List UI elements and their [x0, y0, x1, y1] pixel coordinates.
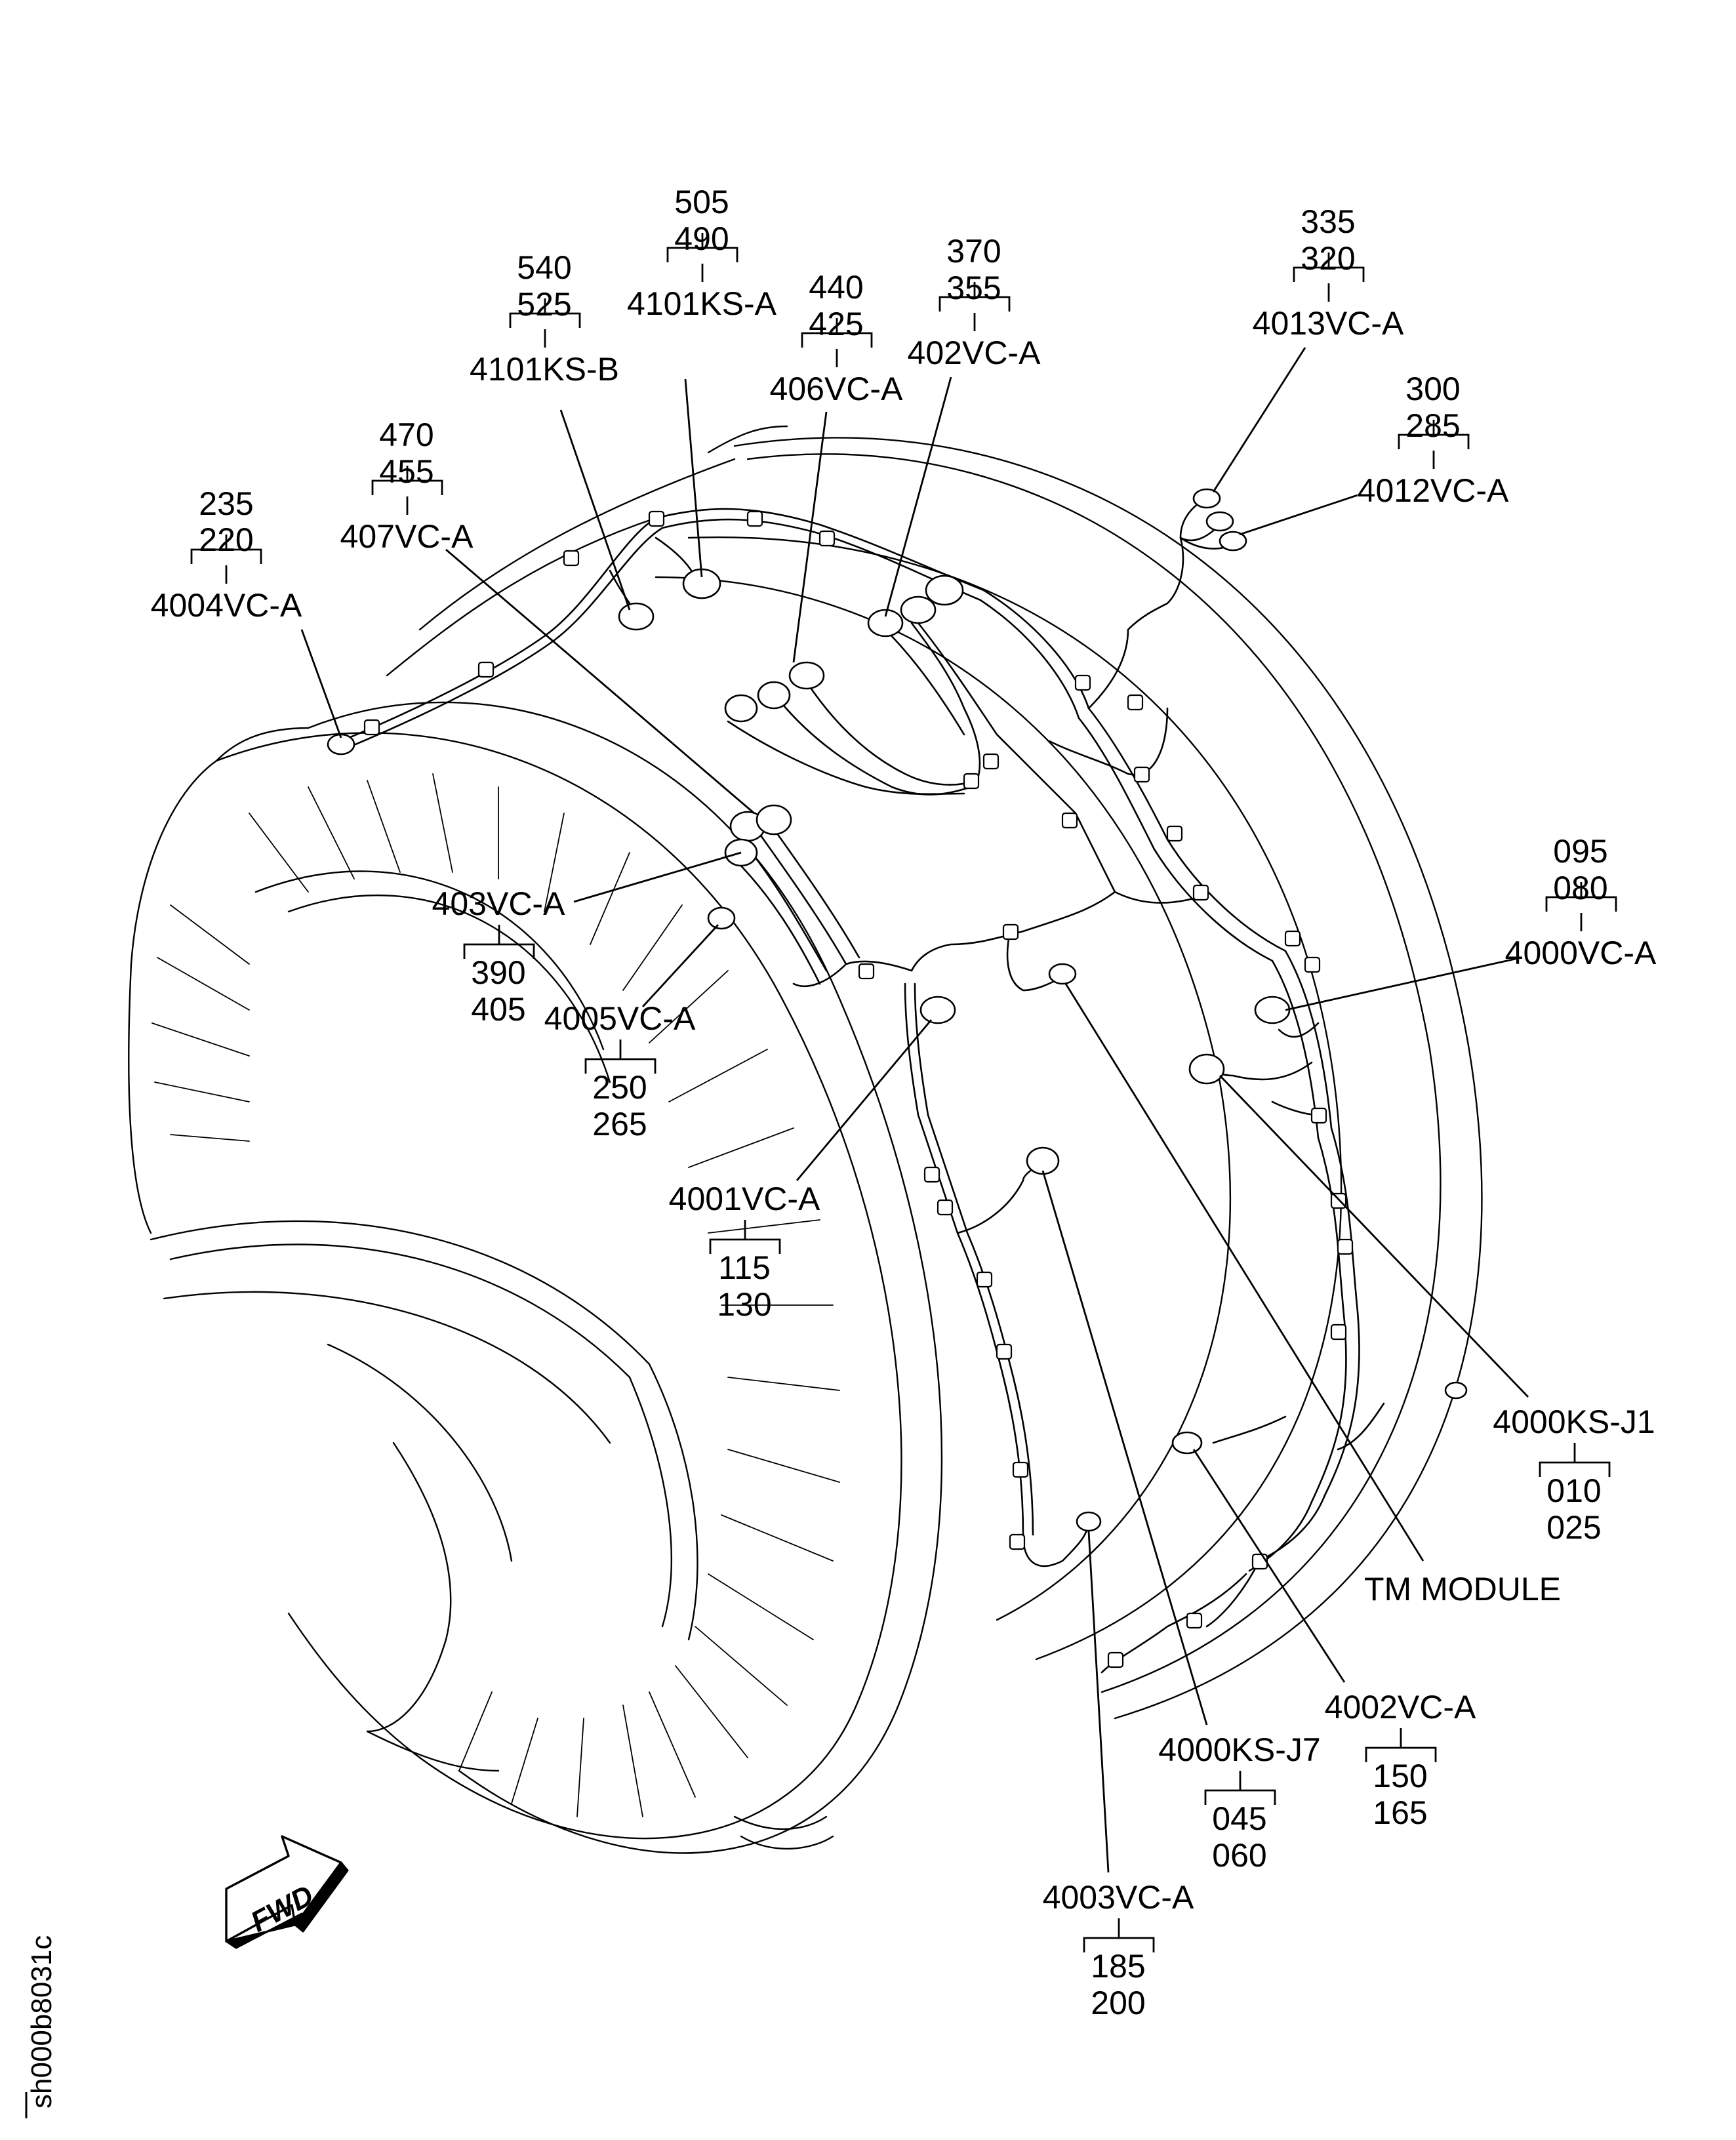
callout-item-bottom: 285: [1405, 407, 1460, 444]
figure-identifier: sh000b8031c: [25, 1935, 58, 2118]
callout-406VC-A: 440 425 406VC-A: [770, 269, 904, 407]
wiring-harness: [340, 497, 1385, 1674]
callout-designator: 402VC-A: [908, 334, 1041, 371]
callout-407VC-A: 470 455 407VC-A: [340, 416, 474, 555]
callout-item-top: 370: [946, 233, 1001, 270]
callout-labels: 235 220 4004VC-A 540 525 4101KS-B 505 49…: [151, 184, 1657, 2021]
callout-designator: 4000KS-J1: [1493, 1403, 1655, 1440]
forward-direction-arrow: FWD: [225, 1835, 349, 1949]
callout-item-bottom: 265: [592, 1106, 647, 1142]
callout-item-top: 185: [1091, 1948, 1145, 1985]
callout-item-bottom: 455: [379, 453, 434, 490]
callout-designator: 4101KS-B: [470, 351, 619, 388]
callout-designator: 4000KS-J7: [1158, 1731, 1320, 1768]
callout-item-bottom: 080: [1553, 870, 1607, 906]
callout-4000KS-J7: 4000KS-J7 045 060: [1158, 1731, 1320, 1874]
callout-item-top: 505: [674, 184, 729, 220]
callout-403VC-A: 403VC-A 390 405: [432, 885, 566, 1028]
harness-clamps: [363, 510, 1354, 1668]
callout-4101KS-A: 505 490 4101KS-A: [627, 184, 777, 322]
callout-item-bottom: 490: [674, 220, 729, 257]
callout-item-top: 390: [471, 954, 525, 991]
engine-fan-case-illustration: [128, 425, 1483, 1854]
callout-item-top: 045: [1212, 1800, 1266, 1837]
callout-item-top: 540: [517, 249, 571, 286]
callout-4012VC-A: 300 285 4012VC-A: [1358, 371, 1509, 509]
callout-item-bottom: 130: [717, 1286, 771, 1323]
callout-item-bottom: 525: [517, 286, 571, 323]
callout-4013VC-A: 335 320 4013VC-A: [1253, 203, 1404, 342]
callout-item-top: 235: [199, 485, 253, 522]
callout-item-bottom: 165: [1373, 1794, 1427, 1831]
harness-connectors: [327, 488, 1468, 1532]
callout-item-bottom: 320: [1301, 240, 1355, 277]
callout-402VC-A: 370 355 402VC-A: [908, 233, 1041, 371]
callout-item-top: 115: [718, 1249, 771, 1286]
callout-item-bottom: 220: [199, 521, 253, 558]
callout-leader-lines: [300, 347, 1529, 1873]
callout-item-bottom: 405: [471, 991, 525, 1028]
callout-4001VC-A: 4001VC-A 115 130: [669, 1181, 820, 1323]
callout-4000VC-A: 095 080 4000VC-A: [1505, 833, 1657, 971]
callout-designator: 406VC-A: [770, 371, 904, 407]
callout-designator: 4013VC-A: [1253, 305, 1404, 342]
callout-item-top: 095: [1553, 833, 1607, 870]
callout-designator: 4003VC-A: [1043, 1879, 1194, 1916]
callout-tm-module: TM MODULE: [1364, 1571, 1561, 1607]
callout-4000KS-J1: 4000KS-J1 010 025: [1493, 1403, 1655, 1546]
callout-designator: 4002VC-A: [1325, 1689, 1476, 1726]
callout-designator: 4001VC-A: [669, 1181, 820, 1217]
callout-designator: 4101KS-A: [627, 285, 777, 322]
callout-4005VC-A: 4005VC-A 250 265: [544, 1000, 696, 1142]
callout-designator: 4012VC-A: [1358, 472, 1509, 509]
callout-4003VC-A: 4003VC-A 185 200: [1043, 1879, 1194, 2021]
callout-designator: 4004VC-A: [151, 587, 302, 624]
callout-item-bottom: 060: [1212, 1837, 1266, 1874]
callout-item-top: 440: [809, 269, 863, 306]
callout-item-bottom: 355: [946, 270, 1001, 306]
callout-item-top: 335: [1301, 203, 1355, 240]
figure-id-text: sh000b8031c: [26, 1935, 58, 2109]
callout-designator: 407VC-A: [340, 518, 474, 555]
callout-4101KS-B: 540 525 4101KS-B: [470, 249, 619, 388]
callout-item-top: 250: [592, 1069, 647, 1106]
callout-4004VC-A: 235 220 4004VC-A: [151, 485, 302, 624]
callout-designator: 403VC-A: [432, 885, 566, 922]
callout-4002VC-A: 4002VC-A 150 165: [1325, 1689, 1476, 1831]
callout-item-bottom: 025: [1546, 1509, 1601, 1546]
callout-item-bottom: 425: [809, 306, 863, 342]
callout-designator: 4000VC-A: [1505, 935, 1657, 971]
callout-item-top: 010: [1546, 1472, 1601, 1509]
callout-item-top: 470: [379, 416, 434, 453]
callout-designator: TM MODULE: [1364, 1571, 1561, 1607]
callout-item-top: 150: [1373, 1758, 1427, 1794]
callout-designator: 4005VC-A: [544, 1000, 696, 1037]
callout-item-top: 300: [1405, 371, 1460, 407]
callout-item-bottom: 200: [1091, 1985, 1145, 2021]
